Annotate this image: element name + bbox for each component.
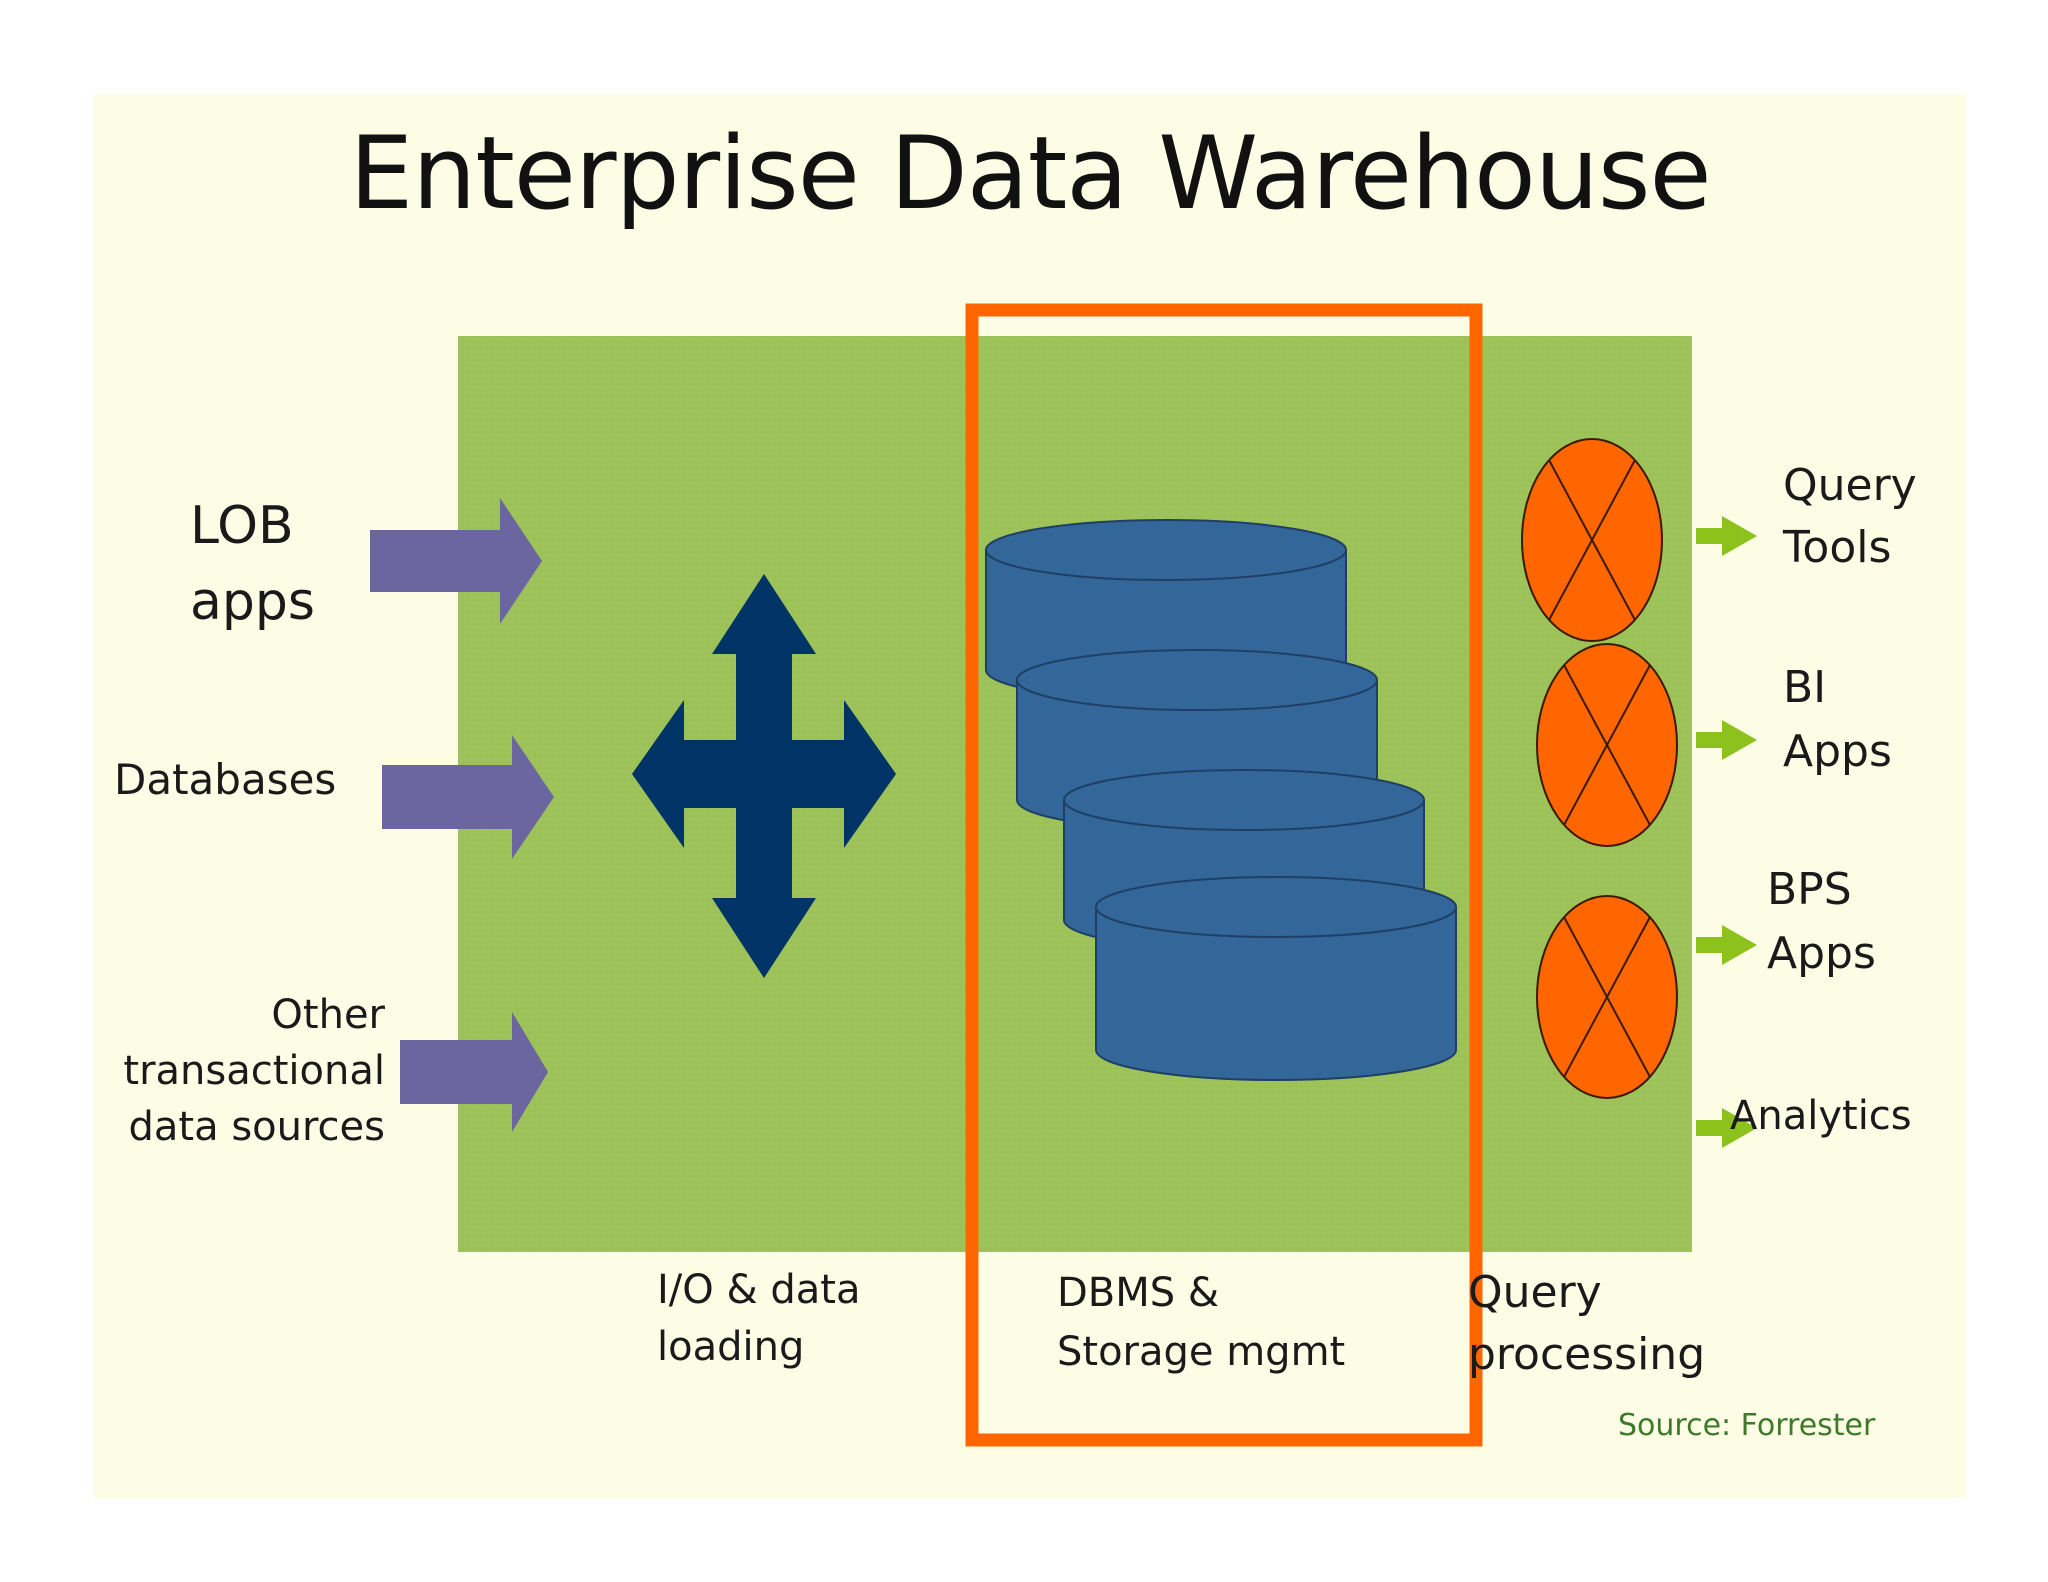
output-label-line: Analytics — [1730, 1093, 1912, 1139]
x-circle-node-icon — [1536, 895, 1678, 1099]
input-label-other-sources: Other transactional data sources — [100, 987, 385, 1155]
input-label-line: Databases — [114, 755, 337, 804]
input-label-line: apps — [190, 572, 315, 632]
input-label-databases: Databases — [114, 750, 336, 810]
output-label-analytics: Analytics — [1730, 1088, 1912, 1144]
output-label-bi-apps: BI Apps — [1783, 656, 1892, 784]
stage-label-dbms-storage: DBMS & Storage mgmt — [1057, 1264, 1345, 1382]
input-label-lob: LOB apps — [190, 488, 315, 640]
stage-label-line: processing — [1468, 1329, 1706, 1380]
small-right-arrow-icon — [1696, 720, 1757, 760]
output-label-line: Query — [1783, 460, 1917, 511]
output-label-line: BI — [1783, 662, 1827, 713]
source-attribution: Source: Forrester — [1618, 1408, 1876, 1443]
database-cylinder-icon — [1095, 876, 1457, 1081]
small-right-arrow-icon — [1696, 516, 1757, 556]
output-label-line: BPS — [1767, 864, 1852, 915]
input-label-line: transactional — [123, 1048, 385, 1094]
page-title: Enterprise Data Warehouse — [349, 114, 1711, 232]
stage-label-line: Query — [1468, 1267, 1602, 1318]
input-label-line: Other — [271, 992, 385, 1038]
stage-label-line: Storage mgmt — [1057, 1329, 1346, 1375]
stage-label-query-processing: Query processing — [1468, 1262, 1705, 1386]
four-way-arrow-icon — [632, 574, 896, 978]
output-label-line: Apps — [1767, 928, 1876, 979]
dbms-highlight-frame — [965, 303, 1483, 1447]
output-label-query-tools: Query Tools — [1783, 455, 1917, 579]
output-label-bps-apps: BPS Apps — [1767, 858, 1876, 986]
output-label-line: Apps — [1783, 726, 1892, 777]
input-arrow-databases — [382, 735, 554, 859]
output-label-line: Tools — [1783, 522, 1892, 573]
input-label-line: data sources — [128, 1104, 385, 1150]
stage-label-line: I/O & data — [657, 1267, 861, 1313]
input-arrow-other — [400, 1012, 548, 1132]
stage-label-line: DBMS & — [1057, 1270, 1220, 1316]
x-circle-node-icon — [1521, 438, 1663, 642]
stage-label-line: loading — [657, 1324, 805, 1370]
small-right-arrow-icon — [1696, 1108, 1757, 1148]
x-circle-node-icon — [1536, 643, 1678, 847]
input-arrow-lob — [370, 498, 542, 624]
stage-label-io-loading: I/O & data loading — [657, 1262, 860, 1376]
small-right-arrow-icon — [1696, 925, 1757, 965]
input-label-line: LOB — [190, 496, 294, 556]
